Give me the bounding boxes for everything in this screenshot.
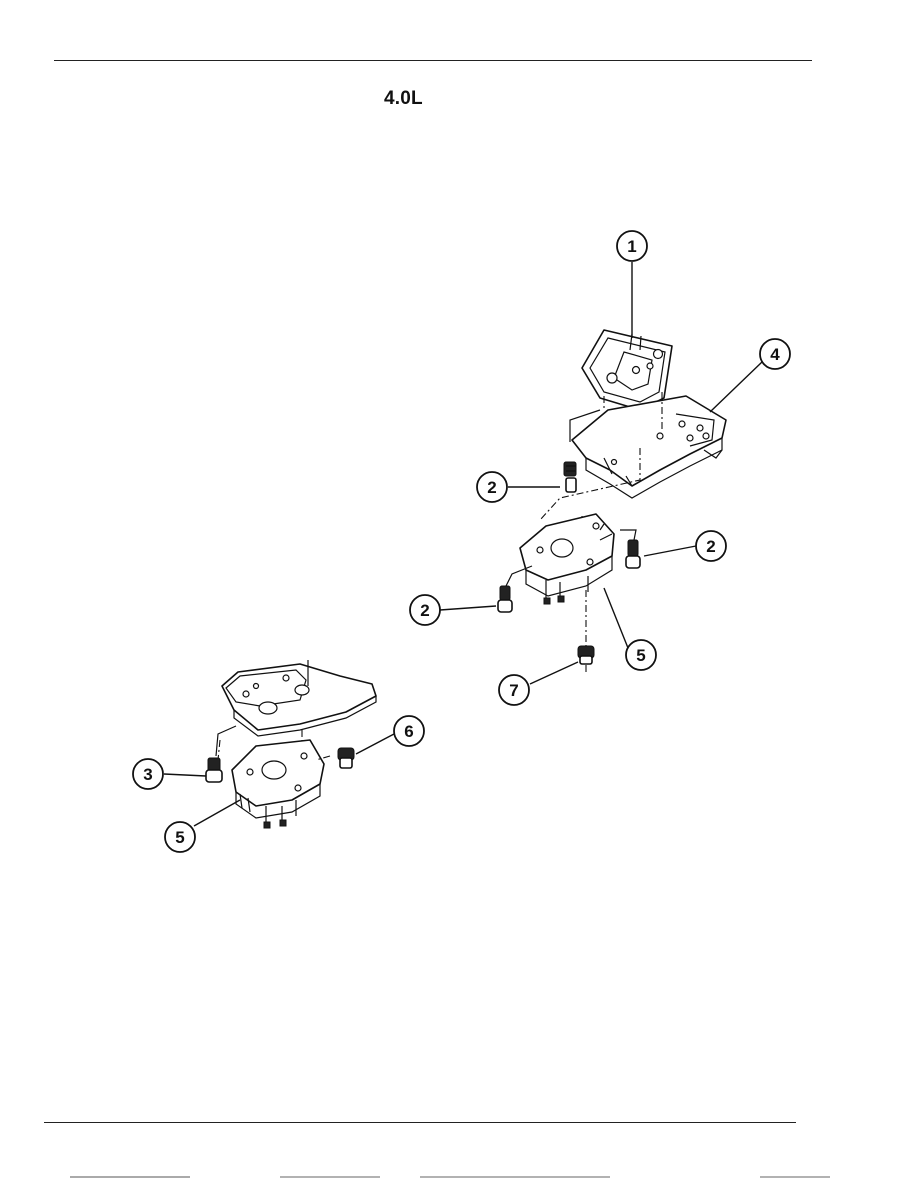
svg-text:2: 2	[420, 601, 429, 620]
top-rule	[54, 60, 812, 61]
callout-5: 5	[164, 821, 196, 853]
svg-text:6: 6	[404, 722, 413, 741]
svg-text:4: 4	[770, 345, 780, 364]
leader-line	[709, 361, 763, 413]
svg-text:3: 3	[143, 765, 152, 784]
leader-line	[603, 587, 629, 649]
callout-3: 3	[132, 758, 164, 790]
svg-text:5: 5	[636, 646, 645, 665]
callout-2: 2	[476, 471, 508, 503]
leader-line	[193, 799, 241, 827]
insulator-part-1	[581, 329, 673, 411]
mount-part-5-left	[231, 739, 325, 829]
bolt-part-3	[205, 757, 223, 783]
alignment-line	[603, 392, 663, 430]
leader-line	[529, 661, 579, 685]
svg-text:7: 7	[509, 681, 518, 700]
svg-text:5: 5	[175, 828, 184, 847]
svg-text:1: 1	[627, 237, 636, 256]
footer-scan-mark	[280, 1176, 380, 1178]
footer-scan-mark	[70, 1176, 190, 1178]
footer-scan-mark	[760, 1176, 830, 1178]
svg-text:2: 2	[706, 537, 715, 556]
callout-1: 1	[616, 230, 648, 262]
alignment-line	[539, 448, 641, 521]
callout-4: 4	[759, 338, 791, 370]
bolt-part-2	[563, 409, 601, 493]
bolt-part-2	[620, 529, 641, 569]
bracket-part-4-left	[221, 660, 377, 737]
svg-text:2: 2	[487, 478, 496, 497]
leader-line	[439, 605, 497, 611]
bottom-rule	[44, 1122, 796, 1123]
page-heading: 4.0L	[384, 88, 423, 109]
nut-part-7	[577, 645, 595, 665]
bolt-part-2	[497, 565, 533, 613]
leader-line	[355, 733, 395, 755]
bracket-part-4	[571, 395, 727, 499]
callout-5: 5	[625, 639, 657, 671]
callout-2: 2	[409, 594, 441, 626]
callout-7: 7	[498, 674, 530, 706]
mount-part-5	[519, 513, 615, 605]
nut-part-6	[315, 747, 355, 769]
leader-line	[643, 545, 697, 557]
footer-scan-mark	[420, 1176, 610, 1178]
leader-line	[163, 773, 207, 777]
callout-6: 6	[393, 715, 425, 747]
callout-2: 2	[695, 530, 727, 562]
